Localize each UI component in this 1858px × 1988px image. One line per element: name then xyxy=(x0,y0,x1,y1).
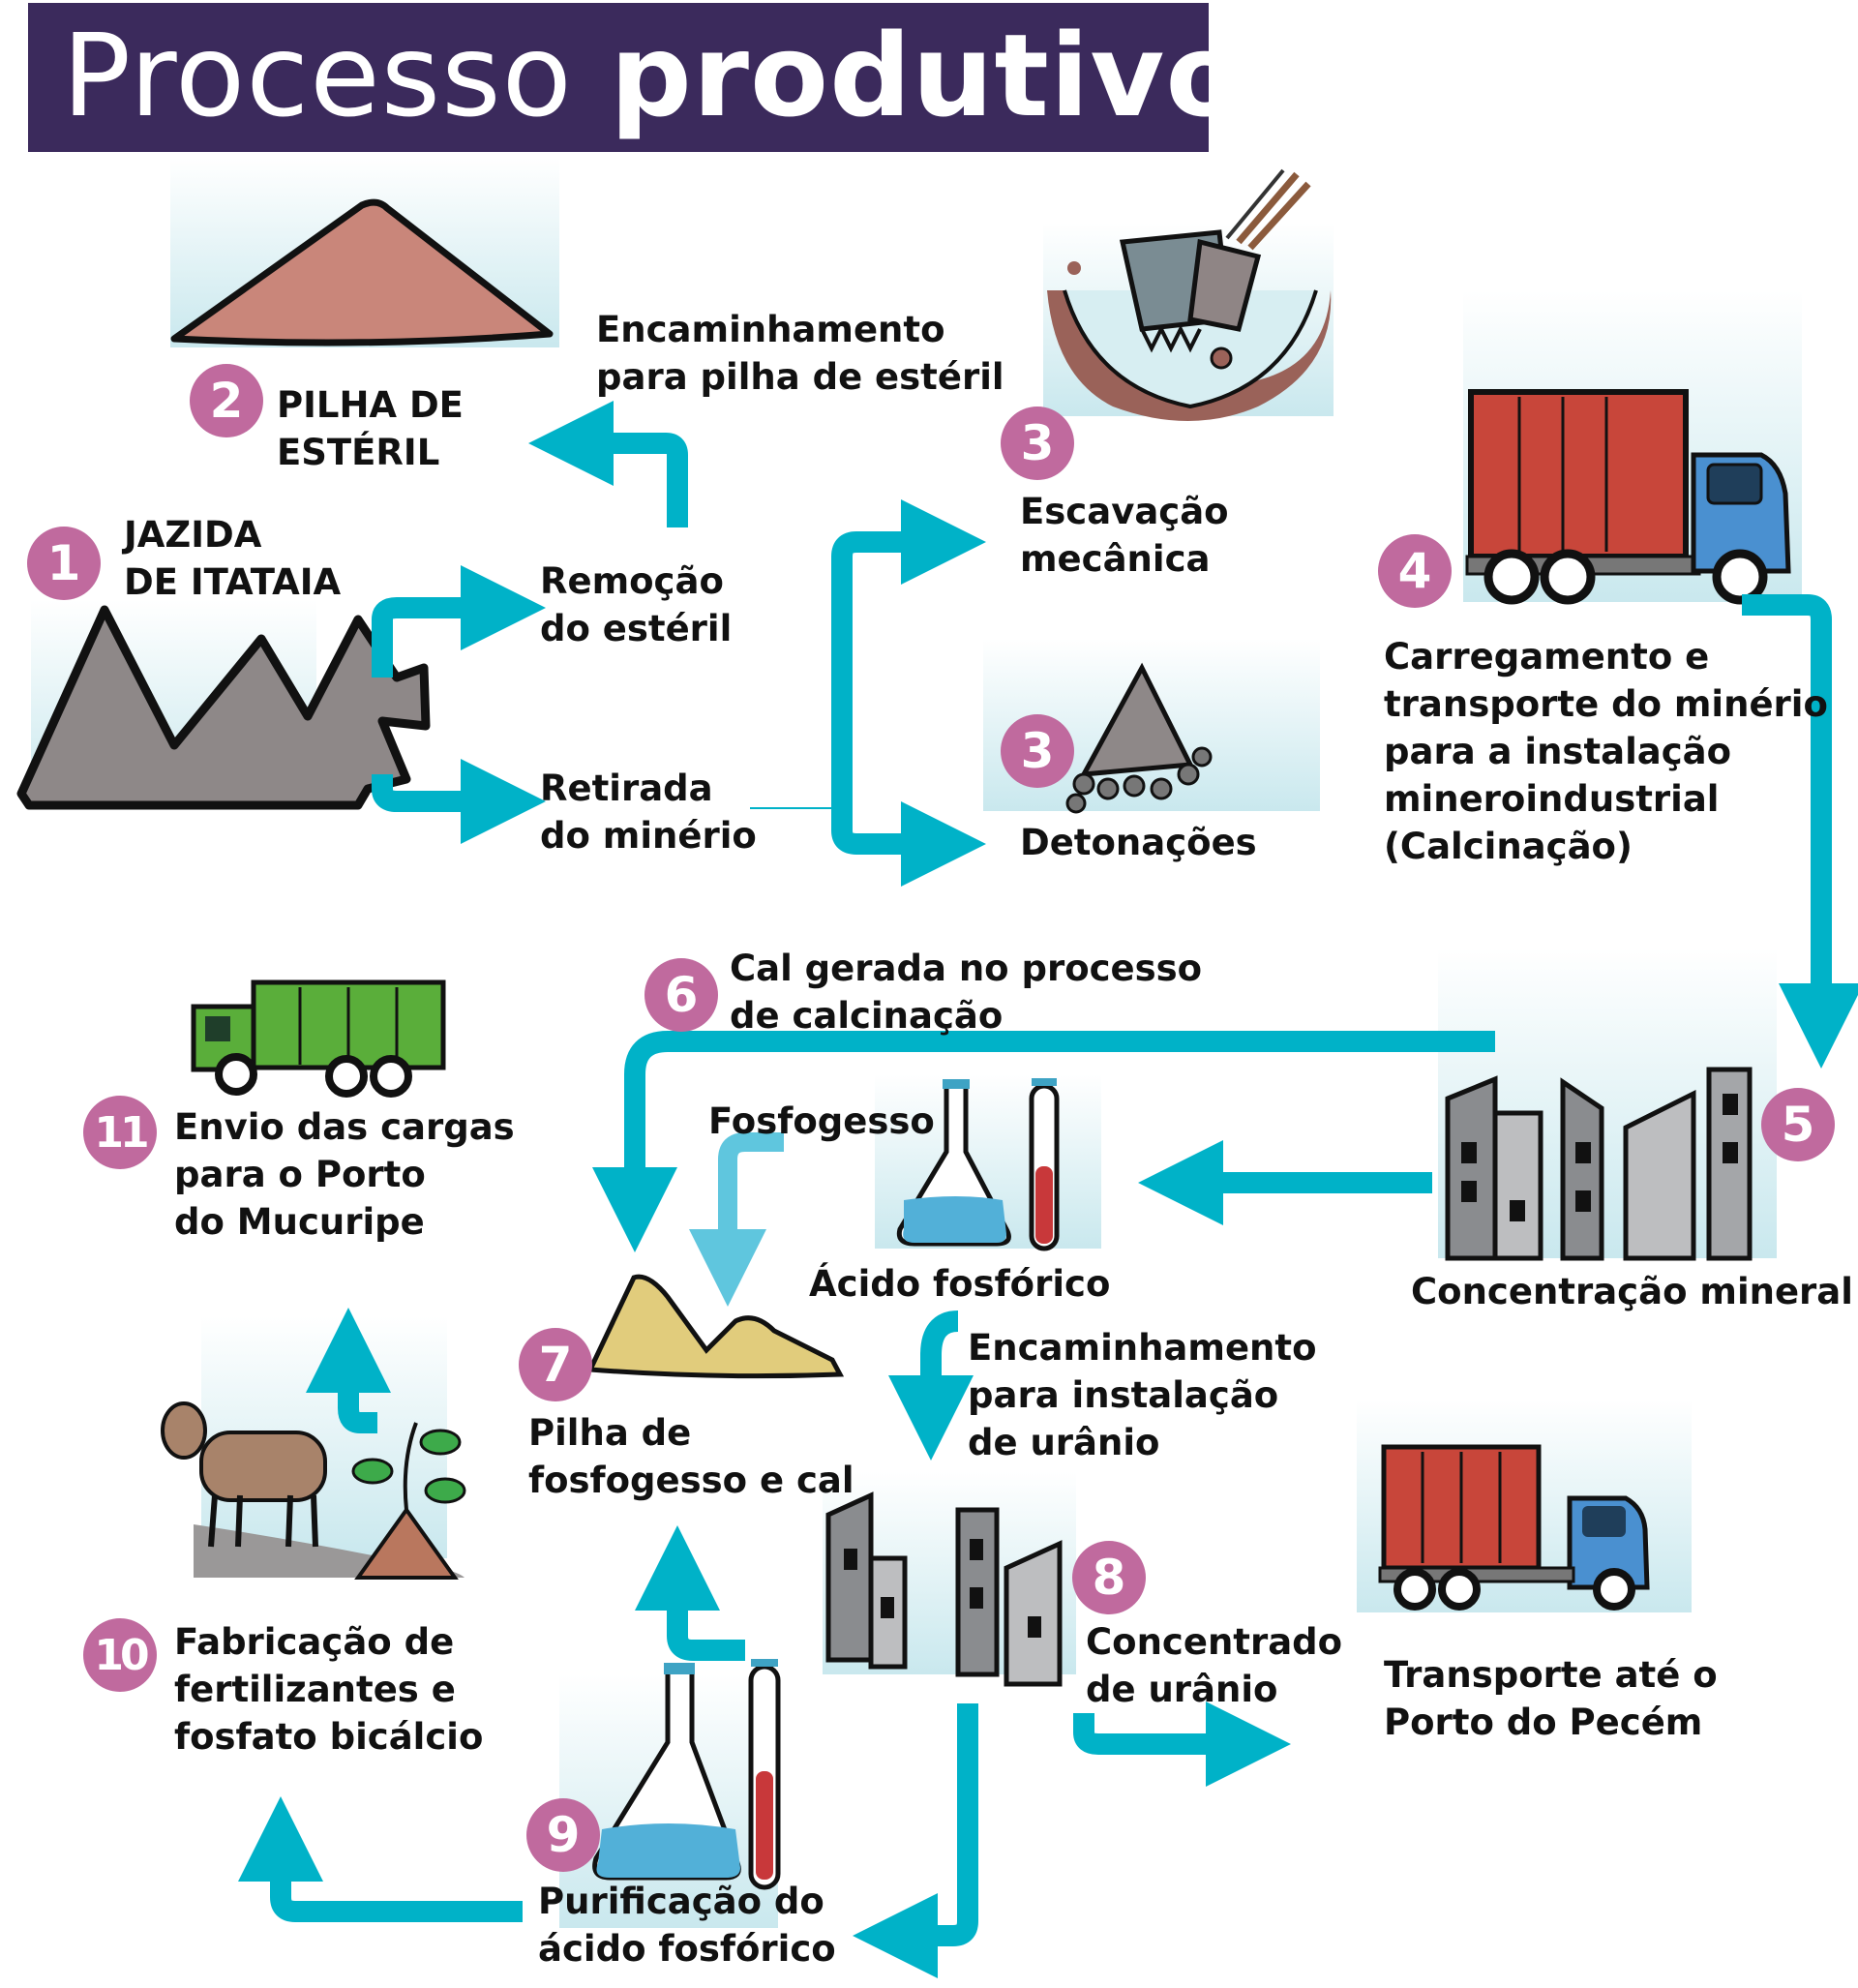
title-bar xyxy=(28,3,1209,152)
step-badge-10: 10 xyxy=(83,1618,157,1692)
arrow-to-pecem xyxy=(1073,1702,1291,1787)
title-bold: produtivo xyxy=(610,9,1245,142)
cow-plant-icon xyxy=(161,1401,466,1580)
arrow-to-excavation xyxy=(831,499,986,823)
arrow-to-waste-pile xyxy=(528,401,688,527)
yellow-pile-icon xyxy=(586,1274,845,1379)
label-step-2: PILHA DE ESTÉRIL xyxy=(277,384,464,473)
label-step-6: Cal gerada no processo de calcinação xyxy=(730,948,1203,1037)
step-badge-3b: 3 xyxy=(1001,714,1074,788)
green-truck-icon xyxy=(191,979,446,1098)
lab-flask-icon xyxy=(896,1078,1060,1251)
label-fosfogesso: Fosfogesso xyxy=(708,1100,935,1142)
label-encaminhamento-esteril: Encaminhamento para pilha de estéril xyxy=(596,309,1004,398)
page-title: Processo produtivo xyxy=(62,8,1244,143)
step-badge-3a: 3 xyxy=(1001,407,1074,480)
label-step-3b: Detonações xyxy=(1020,822,1257,863)
arrow-cal-to-pile xyxy=(592,1031,1495,1252)
label-step-11: Envio das cargas para o Porto do Mucurip… xyxy=(174,1106,515,1243)
step-badge-6: 6 xyxy=(644,958,718,1032)
label-transporte-pecem: Transporte até o Porto do Pecém xyxy=(1384,1654,1718,1743)
step-badge-5: 5 xyxy=(1761,1088,1835,1161)
arrow-to-mucuripe xyxy=(306,1308,391,1433)
arrow-to-purification xyxy=(853,1703,978,1978)
step-badge-11: 11 xyxy=(83,1096,157,1169)
label-retirada: Retirada do minério xyxy=(540,768,757,857)
label-step-3a: Escavação mecânica xyxy=(1020,491,1229,580)
industrial-plant-icon-8 xyxy=(825,1491,1063,1687)
red-truck-pecem-icon xyxy=(1378,1444,1650,1611)
rock-rubble-icon xyxy=(1065,662,1213,814)
arrow-to-uranium xyxy=(888,1310,974,1461)
label-encaminhamento-uranio: Encaminhamento para instalação de urânio xyxy=(968,1327,1317,1463)
label-step-8: Concentrado de urânio xyxy=(1086,1621,1343,1710)
step-badge-7: 7 xyxy=(519,1328,592,1401)
flow-arrows xyxy=(238,401,1858,1978)
label-acido-fosforico: Ácido fosfórico xyxy=(809,1263,1111,1305)
step-badge-9: 9 xyxy=(526,1798,600,1872)
arrow-purification-to-pile xyxy=(635,1525,745,1661)
step-badge-4: 4 xyxy=(1378,534,1452,608)
label-step-5: Concentração mineral xyxy=(1411,1271,1853,1312)
arrow-to-plant-5 xyxy=(1742,594,1858,1069)
label-step-1: JAZIDA DE ITATAIA xyxy=(124,514,342,603)
red-truck-icon xyxy=(1465,389,1791,605)
arrow-to-detonation xyxy=(831,801,986,887)
industrial-plant-icon xyxy=(1445,1067,1753,1261)
excavator-bucket-icon xyxy=(1047,168,1332,421)
label-step-9: Purificação do ácido fosfórico xyxy=(538,1881,836,1970)
step-badge-2: 2 xyxy=(190,364,263,437)
lab-flask-icon-9 xyxy=(592,1659,781,1890)
step-badge-8: 8 xyxy=(1072,1541,1146,1614)
arrow-to-remocao xyxy=(372,565,546,678)
mountain-icon xyxy=(16,605,431,810)
label-step-10: Fabricação de fertilizantes e fosfato bi… xyxy=(174,1621,484,1758)
label-step-7: Pilha de fosfogesso e cal xyxy=(528,1412,854,1501)
title-light: Processo xyxy=(62,9,611,142)
label-remocao: Remoção do estéril xyxy=(540,560,733,649)
arrow-to-fertilizer xyxy=(238,1796,523,1922)
waste-pile-icon xyxy=(170,198,554,346)
arrow-to-retirada xyxy=(372,759,546,844)
step-badge-1: 1 xyxy=(27,527,101,600)
label-step-4: Carregamento e transporte do minério par… xyxy=(1384,636,1828,867)
arrow-fosfogesso xyxy=(689,1132,784,1307)
